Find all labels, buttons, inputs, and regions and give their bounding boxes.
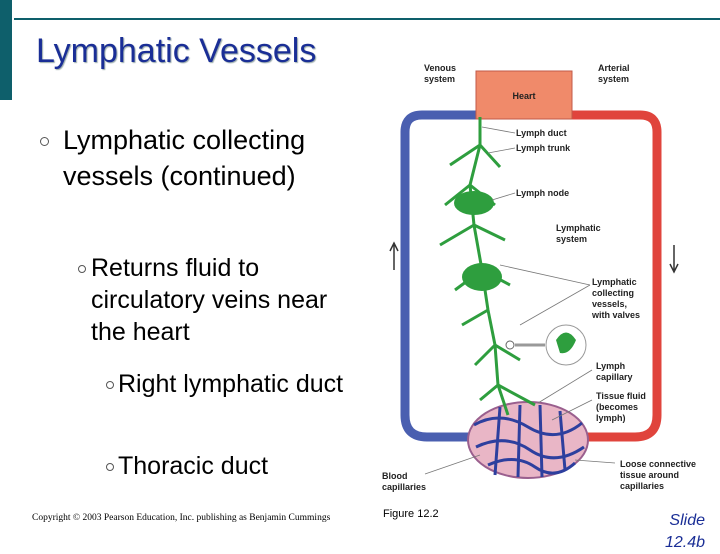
label-lymph-capillary: Lymph [596,361,625,371]
heart-box [475,70,573,120]
label-lymphatic-vessels: collecting [592,288,634,298]
figure-reference: Figure 12.2 [383,508,439,520]
slide-number: Slide 12.4b [664,512,705,551]
valve-callout [505,340,515,350]
label-blood-capillaries: capillaries [382,482,426,492]
bullet-level3-thoracic-duct: Thoracic duct [118,452,269,480]
heart-label: Heart [512,91,535,101]
lymphatic-system-diagram: Heart Venous system Arterial system Lymp… [382,63,696,492]
label-arterial: system [598,74,629,84]
bullet-marker [40,137,49,146]
copyright-notice: Copyright © 2003 Pearson Education, Inc.… [32,513,331,523]
label-blood-capillaries: Blood [382,471,408,481]
lymph-node [462,263,502,291]
label-lymphatic-vessels: Lymphatic [592,277,637,287]
label-arterial: Arterial [598,63,630,73]
bullet-marker [106,463,114,471]
top-rule [14,18,720,20]
label-venous: system [424,74,455,84]
label-lymphatic-vessels: with valves [591,310,640,320]
label-lymphatic-vessels: vessels, [592,299,627,309]
downward-arrow [669,245,679,274]
arterial-vessel [565,110,662,442]
slide-title: Lymphatic Vessels [36,32,317,70]
label-lymph-node: Lymph node [516,188,569,198]
label-lymph-trunk: Lymph trunk [516,143,571,153]
label-tissue-fluid: (becomes [596,402,638,412]
bullet-level3-right-duct: Right lymphatic duct [118,370,344,398]
label-loose-tissue: capillaries [620,481,664,491]
label-lymphatic-system: Lymphatic [556,223,601,233]
label-lymph-capillary: capillary [596,372,633,382]
bullet-marker [78,265,86,273]
bullet-level2: Returns fluid to circulatory veins near … [91,254,328,346]
accent-bar [0,0,12,100]
label-lymphatic-system: system [556,234,587,244]
label-venous: Venous [424,63,456,73]
venous-vessel [400,110,483,442]
bullet-level1: Lymphatic collecting vessels (continued) [63,125,306,191]
label-loose-tissue: tissue around [620,470,679,480]
bullet-marker [106,381,114,389]
capillary-network [473,404,585,478]
lymph-node [454,191,494,215]
upward-arrow [389,241,399,270]
label-tissue-fluid: Tissue fluid [596,391,646,401]
label-loose-tissue: Loose connective [620,459,696,469]
label-lymph-duct: Lymph duct [516,128,567,138]
label-tissue-fluid: lymph) [596,413,626,423]
